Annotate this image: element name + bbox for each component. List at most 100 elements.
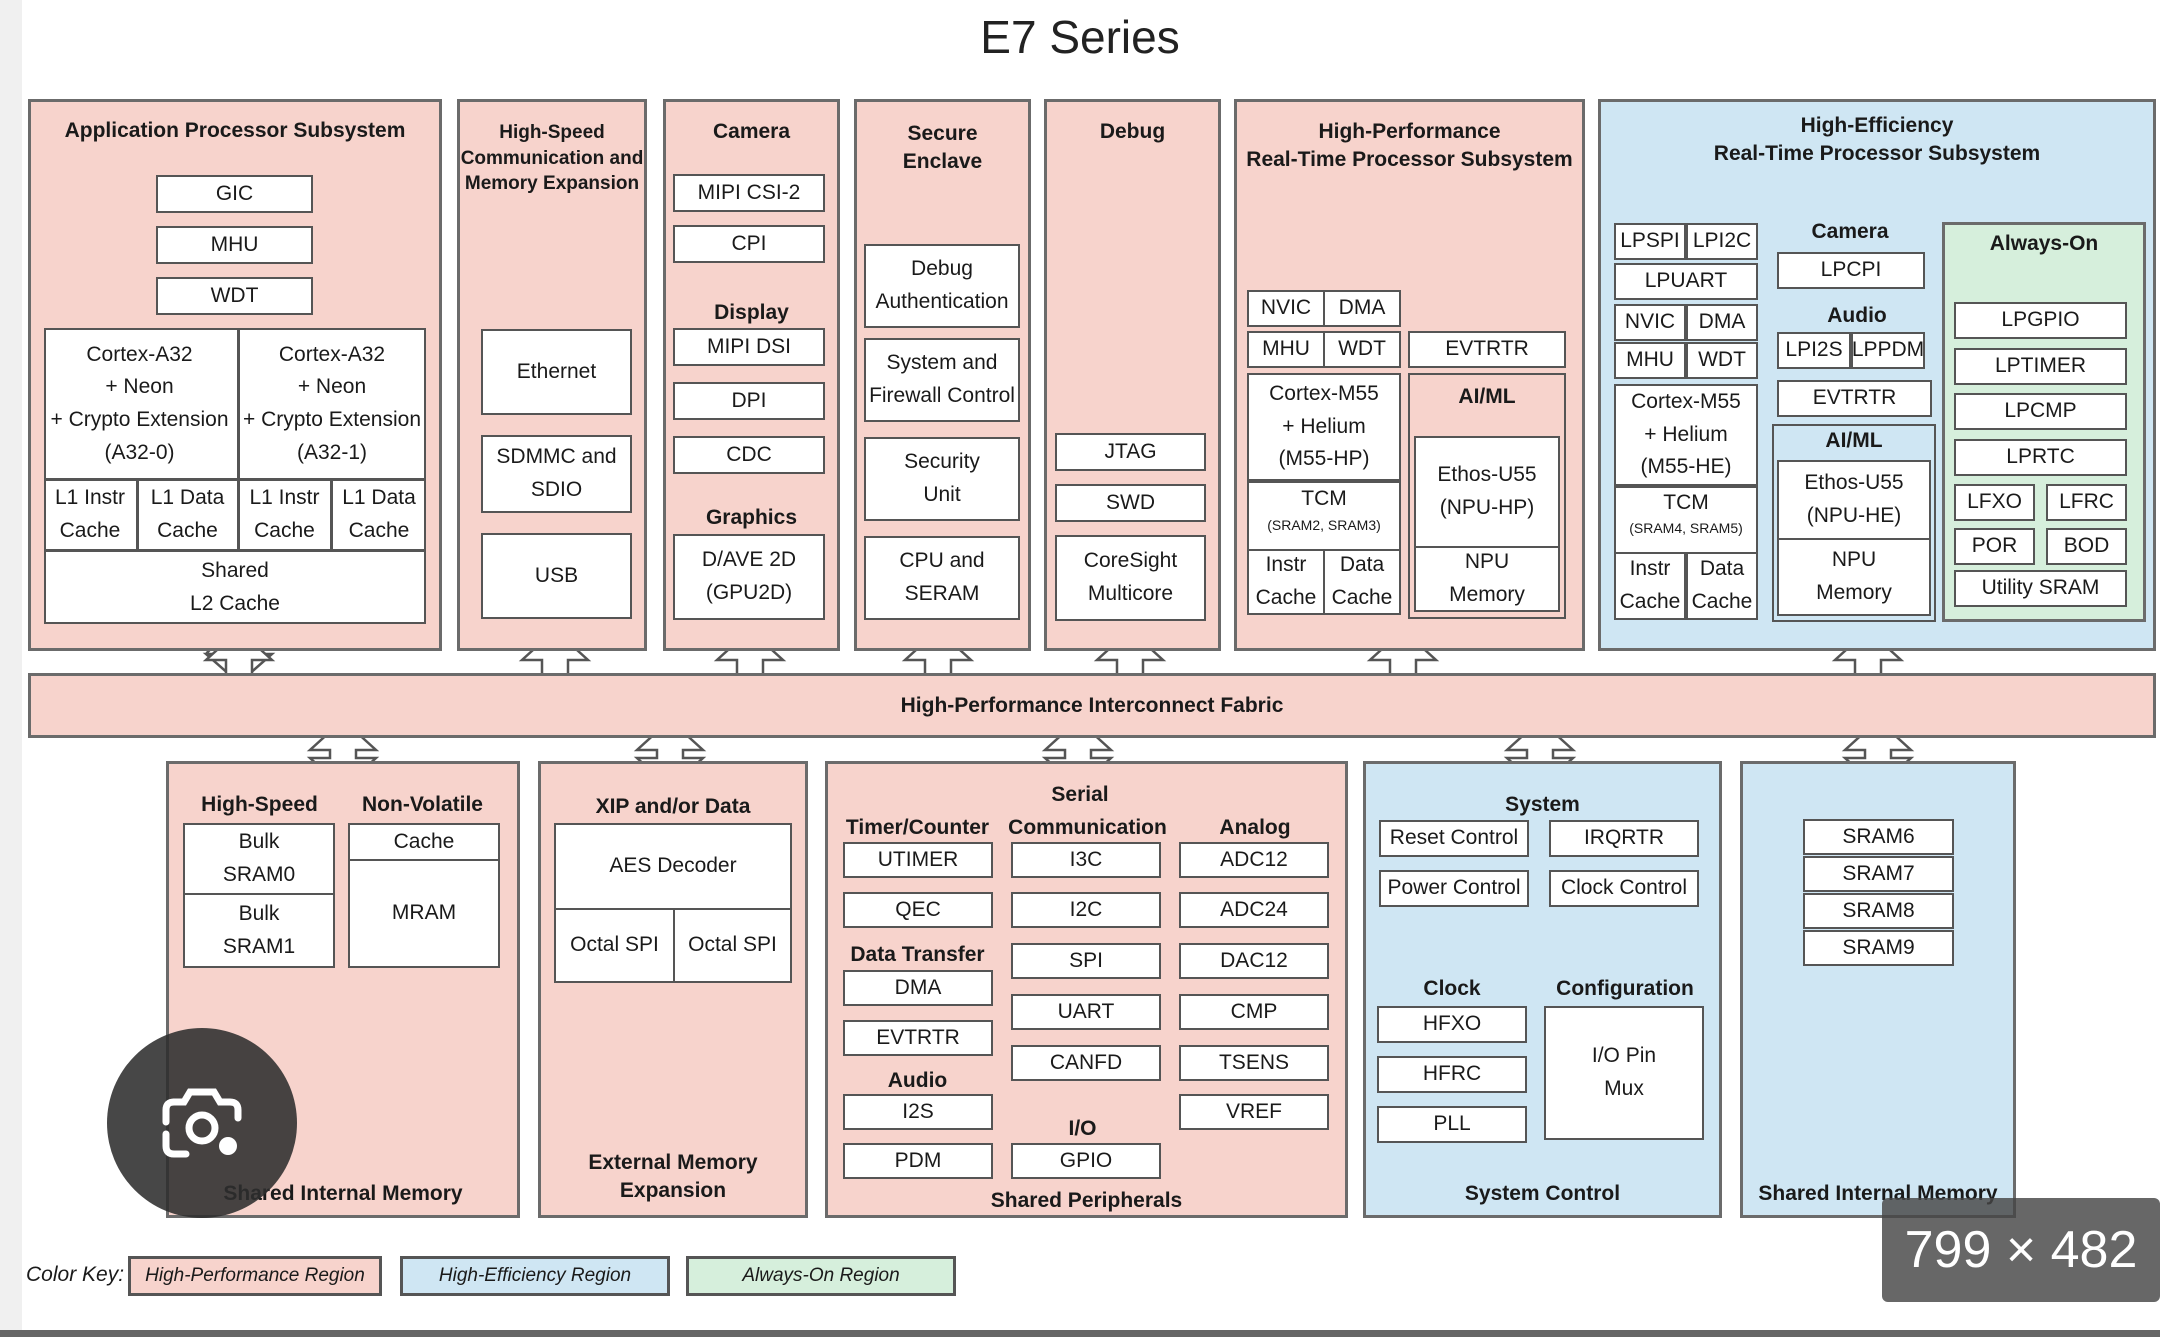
- he-nvic-block: NVIC: [1614, 304, 1686, 341]
- analog-title: Analog: [1219, 816, 1291, 839]
- bulk-sram0-block: Bulk SRAM0: [183, 823, 335, 895]
- left-edge-bar: [0, 0, 22, 1337]
- he-camera-title: Camera: [1811, 220, 1889, 243]
- firewall-control-block: System and Firewall Control: [864, 338, 1020, 422]
- cortex-a32-0: Cortex-A32 + Neon + Crypto Extension (A3…: [50, 342, 229, 464]
- hp-rt-title: High-Performance Real-Time Processor Sub…: [1246, 120, 1573, 172]
- he-evtrtr-block: EVTRTR: [1777, 380, 1932, 417]
- hp-tcm-label: TCM: [1301, 486, 1347, 510]
- always-on-title: Always-On: [1989, 232, 2099, 255]
- hp-evtrtr-block: EVTRTR: [1408, 331, 1566, 368]
- system-control-footer: System Control: [1464, 1182, 1621, 1205]
- hp-data-cache: Data Cache: [1323, 549, 1401, 615]
- image-dimensions-badge: 799 × 482: [1882, 1198, 2160, 1302]
- hp-mhu-block: MHU: [1247, 331, 1325, 368]
- lpuart-block: LPUART: [1614, 263, 1758, 300]
- pdm-block: PDM: [843, 1143, 993, 1179]
- system-title: System: [1505, 793, 1580, 816]
- hfrc-block: HFRC: [1377, 1056, 1527, 1093]
- timer-counter-title: Timer/Counter: [845, 816, 990, 839]
- canfd-block: CANFD: [1011, 1045, 1161, 1081]
- he-audio-title: Audio: [1827, 304, 1887, 327]
- communication-title: Communication: [1008, 816, 1167, 839]
- he-data-cache: Data Cache: [1686, 552, 1758, 620]
- cortex-a32-cluster: [44, 328, 426, 624]
- periph-dma-block: DMA: [843, 970, 993, 1006]
- por-block: POR: [1954, 528, 2035, 565]
- mhu-block: MHU: [156, 226, 313, 264]
- octal-spi-1: Octal SPI: [554, 908, 675, 983]
- io-title: I/O: [1068, 1117, 1097, 1140]
- page-title: E7 Series: [980, 11, 1180, 63]
- lppdm-block: LPPDM: [1851, 332, 1925, 369]
- non-volatile-title: Non-Volatile: [362, 793, 483, 816]
- cluster-divider: [237, 328, 240, 550]
- utility-sram-block: Utility SRAM: [1954, 570, 2127, 607]
- legend-always-on: Always-On Region: [686, 1256, 956, 1296]
- lpgpio-block: LPGPIO: [1954, 302, 2127, 339]
- nv-cache-block: Cache: [348, 823, 500, 861]
- hs-comm-title: High-Speed Communication and Memory Expa…: [460, 122, 644, 195]
- he-aiml-title: AI/ML: [1825, 429, 1883, 452]
- irqrtr-block: IRQRTR: [1549, 820, 1699, 857]
- legend-high-efficiency: High-Efficiency Region: [400, 1256, 670, 1296]
- gpio-block: GPIO: [1011, 1143, 1161, 1179]
- pll-block: PLL: [1377, 1106, 1527, 1143]
- sram9-block: SRAM9: [1803, 930, 1954, 966]
- graphics-title: Graphics: [705, 506, 798, 529]
- l1-data-cache-0: L1 Data Cache: [150, 485, 225, 542]
- hfxo-block: HFXO: [1377, 1006, 1527, 1043]
- mipi-dsi-block: MIPI DSI: [673, 328, 825, 366]
- he-tcm-block: [1614, 486, 1758, 554]
- lfxo-block: LFXO: [1954, 484, 2035, 521]
- l1-data-cache-1: L1 Data Cache: [342, 485, 416, 542]
- he-instr-cache: Instr Cache: [1614, 552, 1686, 620]
- reset-control-block: Reset Control: [1379, 820, 1529, 857]
- jtag-block: JTAG: [1055, 433, 1206, 471]
- io-pin-mux-block: I/O Pin Mux: [1544, 1006, 1704, 1140]
- cdc-block: CDC: [673, 436, 825, 474]
- hp-wdt-block: WDT: [1323, 331, 1401, 368]
- cortex-m55-he: Cortex-M55 + Helium (M55-HE): [1614, 384, 1758, 486]
- he-wdt-block: WDT: [1686, 342, 1758, 379]
- lpcmp-block: LPCMP: [1954, 393, 2127, 430]
- spi-block: SPI: [1011, 943, 1161, 979]
- interconnect-fabric-label: High-Performance Interconnect Fabric: [900, 694, 1284, 717]
- octal-spi-2: Octal SPI: [673, 908, 792, 983]
- uart-block: UART: [1011, 994, 1161, 1030]
- hp-tcm-block: [1247, 481, 1401, 551]
- color-key-label: Color Key:: [26, 1263, 125, 1286]
- ethos-u55-he: Ethos-U55 (NPU-HE): [1777, 460, 1931, 540]
- high-speed-title: High-Speed: [201, 793, 318, 816]
- periph-evtrtr-block: EVTRTR: [843, 1020, 993, 1056]
- cmp-block: CMP: [1179, 994, 1329, 1030]
- he-mhu-block: MHU: [1614, 342, 1686, 379]
- gic-block: GIC: [156, 175, 313, 213]
- lpspi-block: LPSPI: [1614, 223, 1686, 260]
- hp-nvic-block: NVIC: [1247, 290, 1325, 327]
- i2c-block: I2C: [1011, 892, 1161, 928]
- legend-high-performance: High-Performance Region: [128, 1256, 382, 1296]
- display-title: Display: [714, 301, 789, 324]
- coresight-block: CoreSight Multicore: [1055, 535, 1206, 621]
- clock-control-block: Clock Control: [1549, 870, 1699, 907]
- shared-peripherals-footer: Shared Peripherals: [990, 1189, 1183, 1212]
- bulk-sram1-block: Bulk SRAM1: [183, 893, 335, 968]
- hp-dma-block: DMA: [1323, 290, 1401, 327]
- sdmmc-block: SDMMC and SDIO: [481, 435, 632, 513]
- bod-block: BOD: [2046, 528, 2127, 565]
- i2s-block: I2S: [843, 1094, 993, 1130]
- cpu-seram-block: CPU and SERAM: [864, 536, 1020, 620]
- cache-divider-1: [330, 478, 333, 550]
- ethernet-block: Ethernet: [481, 329, 632, 415]
- audio-title: Audio: [887, 1069, 948, 1092]
- visual-search-button[interactable]: [107, 1028, 297, 1218]
- sram7-block: SRAM7: [1803, 856, 1954, 892]
- lfrc-block: LFRC: [2046, 484, 2127, 521]
- debug-title: Debug: [1099, 120, 1166, 143]
- qec-block: QEC: [843, 892, 993, 928]
- interconnect-fabric: [28, 673, 2156, 738]
- cpi-block: CPI: [673, 225, 825, 263]
- camera-title: Camera: [712, 120, 791, 143]
- xip-footer: External Memory Expansion: [588, 1151, 758, 1203]
